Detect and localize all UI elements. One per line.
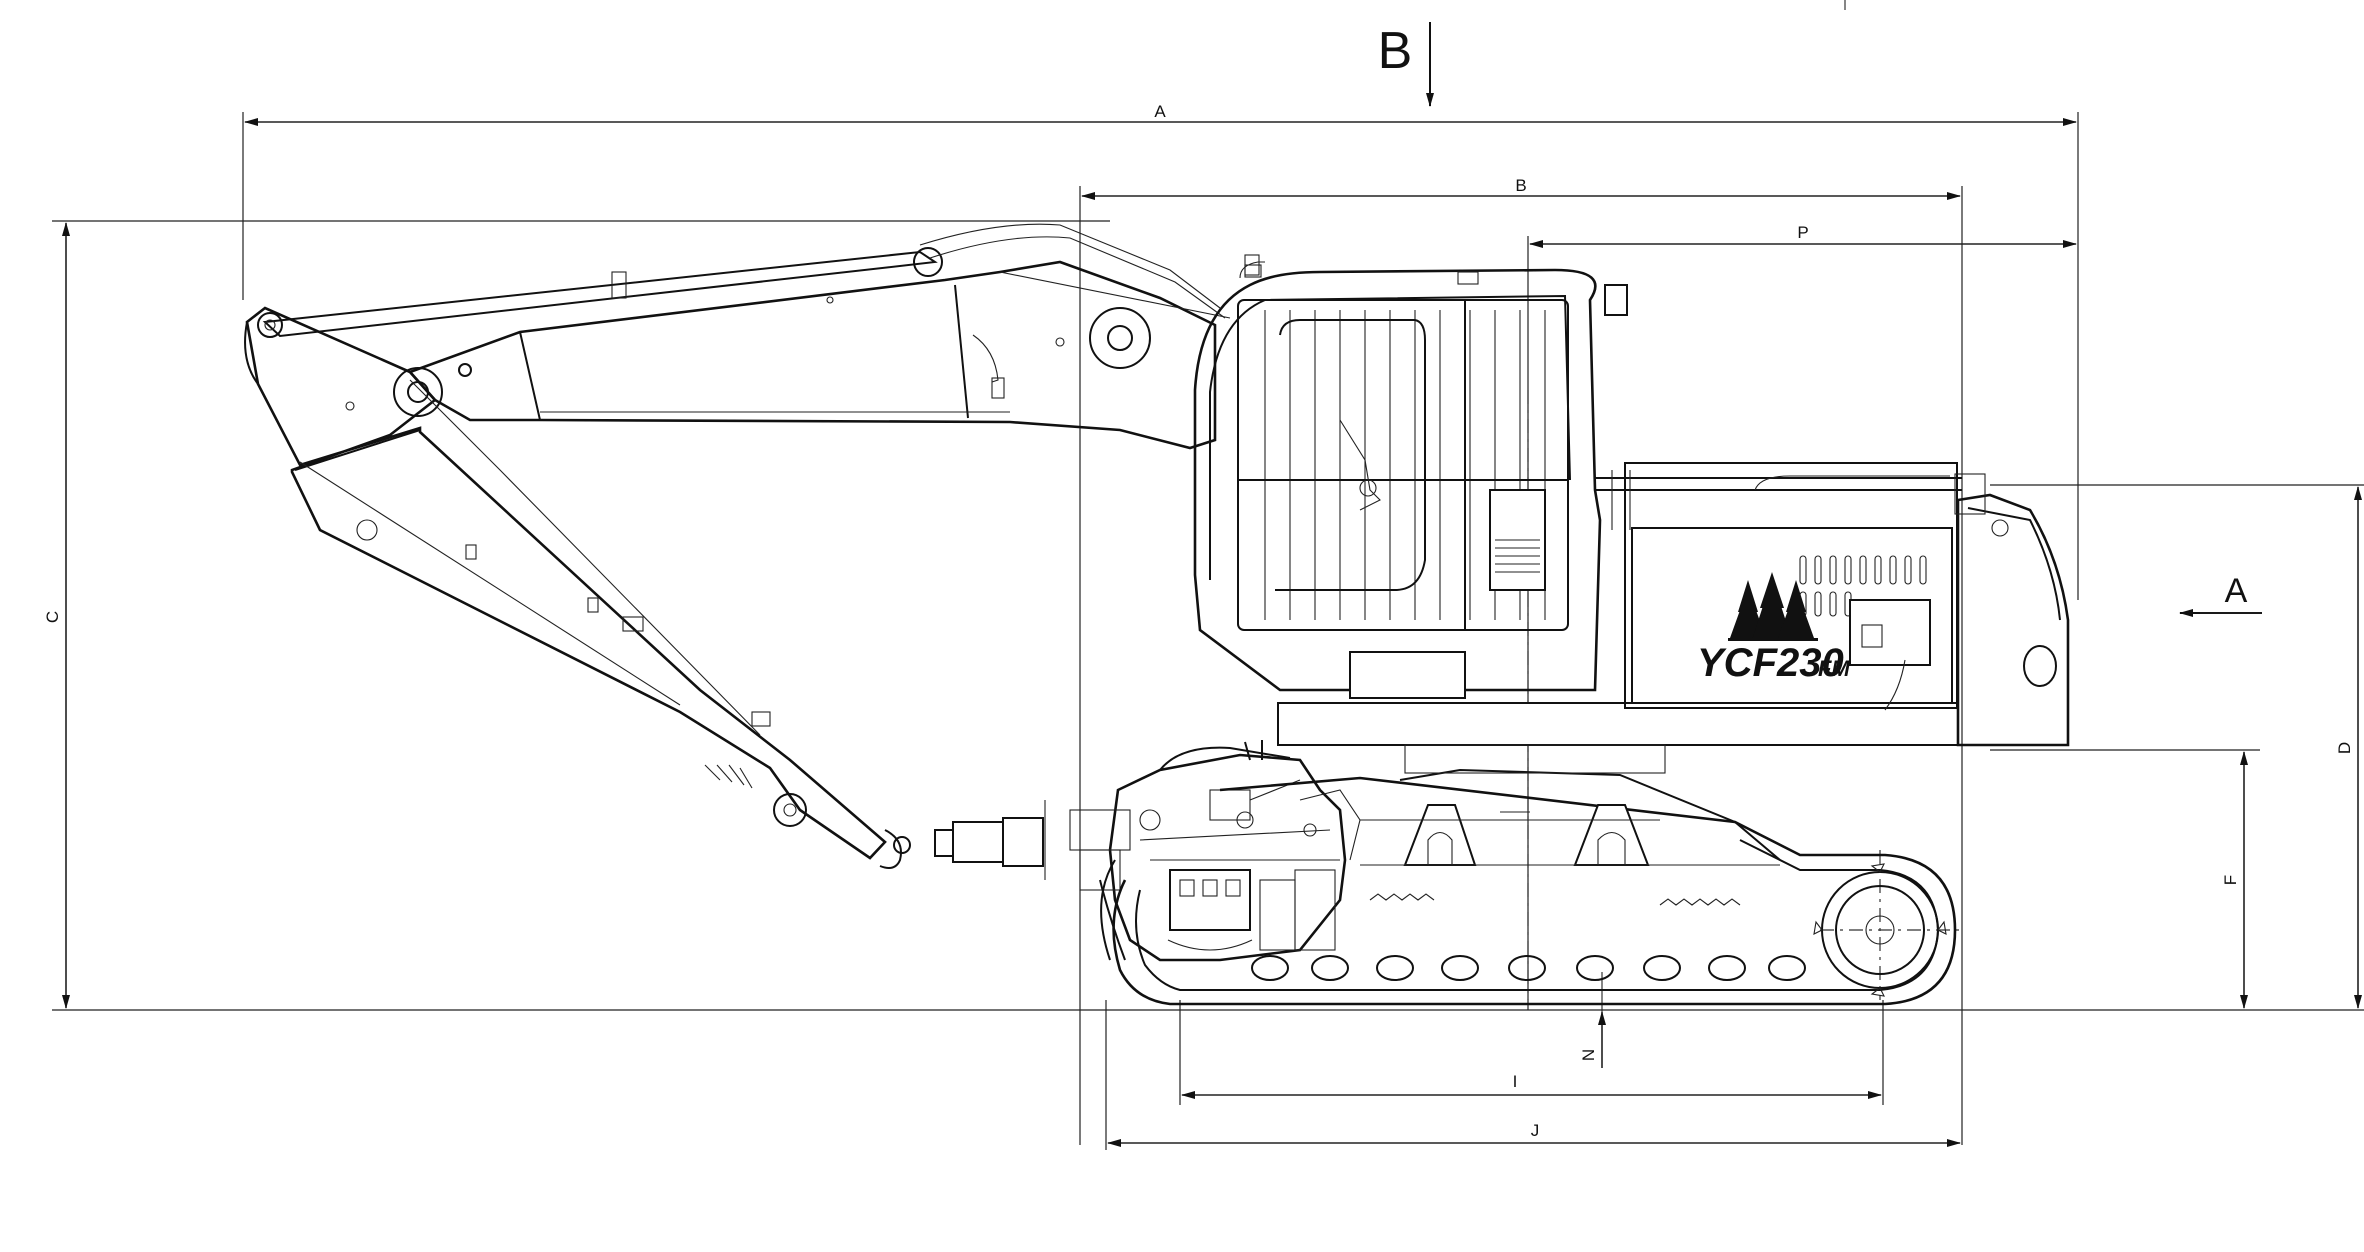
dim-label-c: C bbox=[43, 611, 62, 623]
engine-louvers bbox=[1799, 555, 1927, 617]
boom bbox=[393, 260, 1231, 450]
dimension-lines bbox=[52, 0, 2364, 1150]
tool-connector bbox=[879, 800, 1046, 880]
dim-label-b: B bbox=[1515, 176, 1526, 195]
arm bbox=[244, 306, 887, 860]
upper-structure bbox=[1193, 254, 2070, 774]
track-rollers bbox=[1251, 955, 1806, 981]
pine-trees-logo bbox=[1728, 572, 1818, 641]
dimension-text: A B P C D F I J N B A bbox=[43, 22, 2354, 1140]
dim-label-a: A bbox=[1154, 102, 1166, 121]
harvester-head bbox=[1069, 740, 1361, 962]
dim-label-n: N bbox=[1579, 1049, 1598, 1061]
view-label-a: A bbox=[2225, 572, 2248, 610]
model-badge-main: YCF230 bbox=[1697, 641, 1844, 685]
view-label-b: B bbox=[1378, 22, 1413, 80]
boom-cylinder bbox=[257, 223, 1226, 338]
dim-label-i: I bbox=[1513, 1072, 1518, 1091]
dim-label-d: D bbox=[2335, 742, 2354, 754]
model-badge-suffix: FM bbox=[1818, 656, 1850, 681]
dim-label-j: J bbox=[1531, 1121, 1540, 1140]
dim-label-f: F bbox=[2221, 875, 2240, 885]
sprocket-wheel bbox=[1813, 863, 1947, 997]
model-badge: YCF230 FM bbox=[1697, 572, 1850, 685]
dim-label-p: P bbox=[1797, 223, 1808, 242]
